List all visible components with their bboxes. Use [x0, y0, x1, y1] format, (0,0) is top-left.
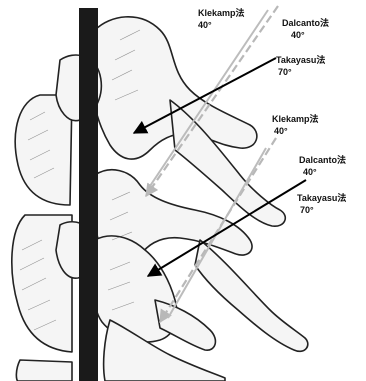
lower-klekamp-label: Klekamp法 [272, 114, 319, 124]
upper-takayasu-label: Takayasu法 [276, 55, 325, 65]
upper-klekamp-angle: 40° [198, 20, 212, 30]
lower-dalcanto-angle: 40° [303, 167, 317, 177]
upper-dalcanto-angle: 40° [291, 30, 305, 40]
lower-process [155, 300, 215, 350]
lower-takayasu-angle: 70° [300, 205, 314, 215]
vertebra-illustration [12, 17, 308, 381]
lower-dalcanto-label: Dalcanto法 [299, 155, 346, 165]
lower-klekamp-angle: 40° [274, 126, 288, 136]
spinal-cord-bar [79, 8, 98, 381]
upper-klekamp-label: Klekamp法 [198, 8, 245, 18]
lower-takayasu-label: Takayasu法 [297, 193, 346, 203]
upper-takayasu-angle: 70° [278, 67, 292, 77]
bottom-vertebral-body [16, 360, 72, 381]
upper-dalcanto-label: Dalcanto法 [282, 18, 329, 28]
